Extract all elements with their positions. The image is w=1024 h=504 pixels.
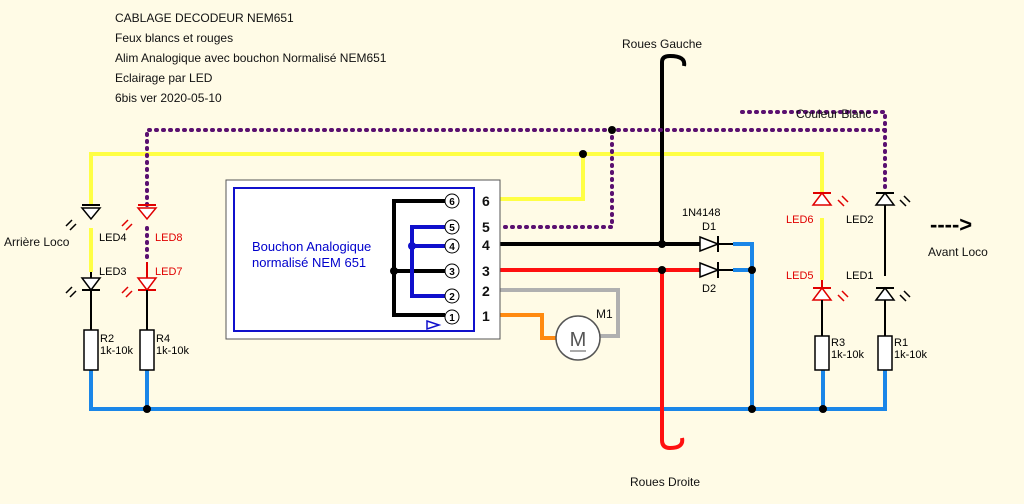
r4-value: 1k-10k [156, 345, 190, 357]
resistor-r1: R1 1k-10k [877, 335, 928, 371]
grey-wire [500, 288, 620, 338]
diode-d2: D2 [699, 261, 733, 295]
led4: LED4 [65, 204, 127, 244]
r1-label: R1 [894, 337, 908, 349]
led4-label: LED4 [99, 232, 127, 244]
outer-pin-1: 1 [482, 308, 490, 324]
blue-wire [89, 242, 887, 411]
d1-label: D1 [702, 221, 716, 233]
led3: LED3 [65, 266, 127, 330]
led7-label: LED7 [155, 266, 183, 278]
pin-1: 1 [444, 309, 460, 325]
diode-type-label: 1N4148 [682, 207, 721, 219]
outer-pin-4: 4 [482, 237, 490, 253]
arriere-loco-label: Arrière Loco [4, 235, 70, 249]
outer-pin-2: 2 [482, 283, 490, 299]
header-line-2: Feux blancs et rouges [115, 31, 233, 45]
plug-title-2: normalisé NEM 651 [252, 255, 366, 270]
resistor-r3: R3 1k-10k [814, 335, 865, 371]
r2-value: 1k-10k [100, 345, 134, 357]
led7: LED7 [121, 262, 183, 330]
svg-text:1: 1 [449, 313, 455, 324]
outer-pin-5: 5 [482, 219, 490, 235]
plug-title-1: Bouchon Analogique [252, 239, 371, 254]
r4-label: R4 [156, 333, 170, 345]
header-block: CABLAGE DECODEUR NEM651 Feux blancs et r… [115, 11, 387, 105]
resistor-r4: R4 1k-10k [139, 329, 190, 371]
motor-label: M1 [596, 307, 613, 321]
led1: LED1 [846, 270, 911, 336]
svg-text:4: 4 [449, 242, 455, 253]
pin-4: 4 [444, 238, 460, 254]
svg-text:5: 5 [449, 223, 455, 234]
svg-text:2: 2 [449, 292, 455, 303]
avant-arrow: ----> [930, 212, 972, 237]
pin-6: 6 [444, 193, 460, 209]
led6-label: LED6 [786, 214, 814, 226]
motor: M M1 [555, 307, 613, 361]
r2-label: R2 [100, 333, 114, 345]
led5: LED5 [786, 270, 849, 336]
motor-symbol: M [570, 329, 587, 351]
plug-pins: 6 5 4 3 2 1 [444, 193, 460, 325]
led6: LED6 [786, 191, 849, 226]
led8-label: LED8 [155, 232, 183, 244]
couleur-blanc-label: Couleur Blanc [796, 107, 871, 121]
outer-pin-numbers: 6 5 4 3 2 1 [482, 193, 490, 324]
roues-droite-label: Roues Droite [630, 475, 700, 489]
led3-label: LED3 [99, 266, 127, 278]
outer-pin-3: 3 [482, 263, 490, 279]
junction-dots [143, 126, 827, 413]
header-line-3: Alim Analogique avec bouchon Normalisé N… [115, 51, 387, 65]
header-line-4: Eclairage par LED [115, 71, 213, 85]
led2-label: LED2 [846, 214, 874, 226]
led5-label: LED5 [786, 270, 814, 282]
avant-loco-label: Avant Loco [928, 245, 988, 259]
led8: LED8 [121, 204, 183, 244]
red-wire [500, 268, 700, 451]
outer-pin-6: 6 [482, 193, 490, 209]
pin-3: 3 [444, 263, 460, 279]
r3-value: 1k-10k [831, 349, 865, 361]
white-wire [145, 110, 887, 264]
pin-5: 5 [444, 219, 460, 235]
svg-text:6: 6 [449, 197, 455, 208]
d2-label: D2 [702, 283, 716, 295]
resistor-r2: R2 1k-10k [83, 329, 134, 371]
header-line-5: 6bis ver 2020-05-10 [115, 91, 222, 105]
svg-text:3: 3 [449, 267, 455, 278]
r3-label: R3 [831, 337, 845, 349]
pin-2: 2 [444, 288, 460, 304]
led2: LED2 [846, 191, 911, 276]
led1-label: LED1 [846, 270, 874, 282]
diode-d1: 1N4148 D1 [682, 207, 733, 253]
orange-wire [500, 313, 556, 340]
black-wire [500, 53, 700, 246]
header-line-1: CABLAGE DECODEUR NEM651 [115, 11, 294, 25]
yellow-wire [89, 152, 824, 280]
roues-gauche-label: Roues Gauche [622, 37, 702, 51]
r1-value: 1k-10k [894, 349, 928, 361]
